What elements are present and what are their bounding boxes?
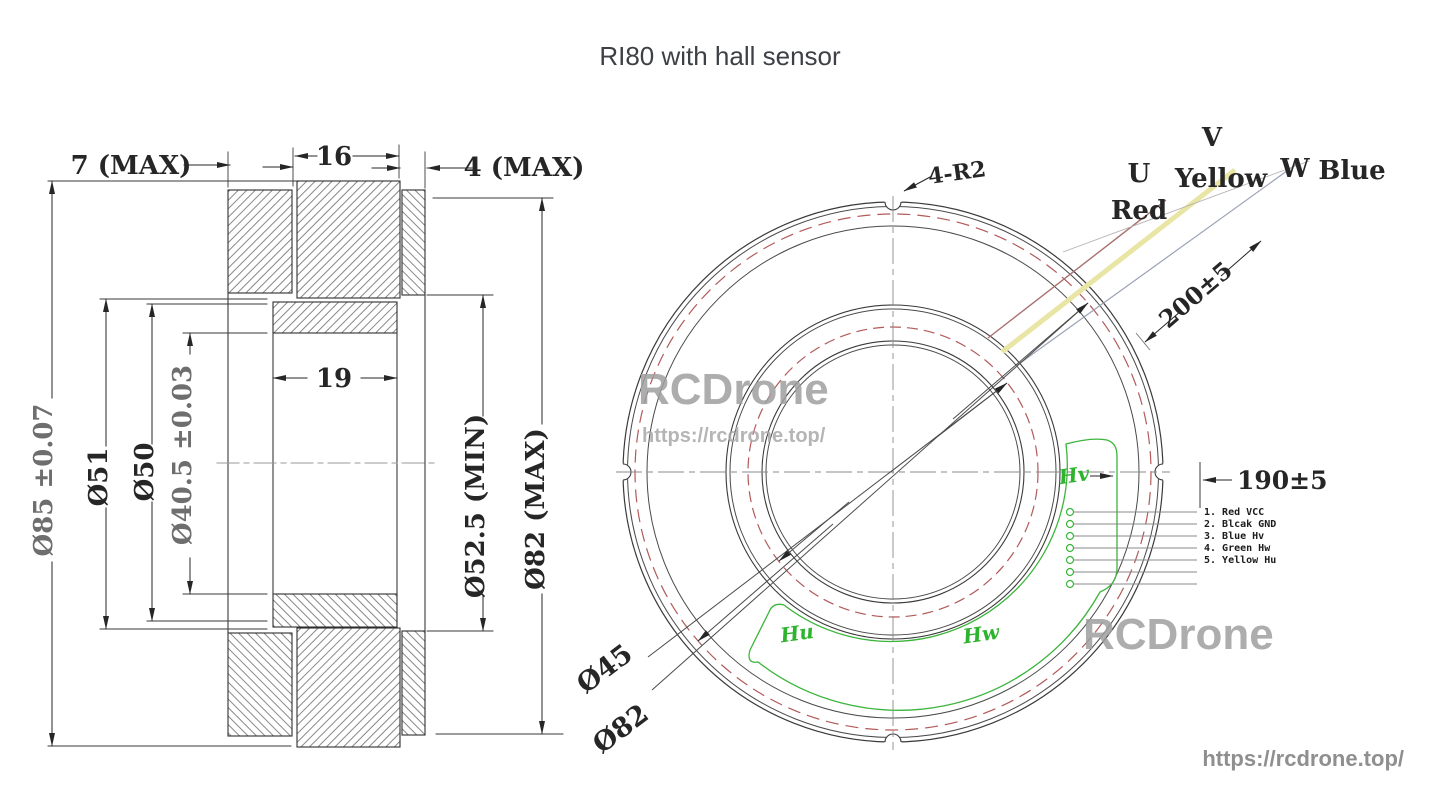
dim-dia-bore: Ø40.5 ±0.03 — [168, 365, 198, 545]
watermarks: RCDrone https://rcdrone.top/ RCDrone — [638, 365, 1274, 659]
phase-u-label: U — [1128, 159, 1151, 189]
phase-w-color-label: Blue — [1318, 156, 1385, 186]
dim-width-right: 4 (MAX) — [464, 153, 585, 183]
dim-hall-wire-length: 190±5 — [1237, 466, 1328, 495]
dim-dia-51: Ø51 — [84, 448, 114, 507]
hall-sensor-pcb — [748, 438, 1118, 711]
dim-width-left: 7 (MAX) — [71, 151, 192, 181]
dim-dia-outer-circle: Ø82 — [587, 698, 654, 760]
corner-radius-text: 4-R2 — [926, 156, 987, 190]
vertical-dimensions — [49, 180, 545, 747]
watermark-brand-2: RCDrone — [1083, 610, 1274, 659]
hall-pins — [1065, 507, 1197, 589]
blue-wire — [1015, 162, 1299, 367]
watermark-brand-1: RCDrone — [638, 365, 829, 414]
phase-u-color-label: Red — [1111, 196, 1167, 226]
pin-label-5: 5. Yellow Hu — [1204, 555, 1276, 566]
side-section-view: 7 (MAX) 16 4 (MAX) 19 Ø85 ±0.07 Ø51 Ø50 … — [29, 142, 585, 748]
dim-phase-wire-length: 200±5 — [1153, 255, 1238, 333]
section-blocks — [227, 180, 426, 748]
phase-v-color-label: Yellow — [1174, 164, 1268, 194]
pin-label-3: 3. Blue Hv — [1204, 531, 1264, 542]
watermark-url-2: https://rcdrone.top/ — [1202, 746, 1404, 771]
corner-radius-note: 4-R2 — [903, 156, 988, 192]
dim-dia-min: Ø52.5 (MIN) — [461, 414, 491, 598]
pin-label-1: 1. Red VCC — [1204, 507, 1264, 518]
dim-bore-width: 19 — [316, 364, 352, 394]
center-lines — [616, 196, 1170, 750]
page-title: RI80 with hall sensor — [599, 41, 841, 71]
pin-list: 1. Red VCC 2. Blcak GND 3. Blue Hv 4. Gr… — [1204, 507, 1276, 566]
dim-dia-outer: Ø85 ±0.07 — [29, 404, 59, 557]
pin-label-4: 4. Green Hw — [1204, 543, 1271, 554]
phase-wires — [987, 160, 1310, 367]
phase-wire-dimension: 200±5 — [1135, 240, 1262, 351]
watermark-url-1: https://rcdrone.top/ — [642, 425, 826, 447]
phase-w-label: W — [1279, 154, 1310, 184]
dim-width-center: 16 — [316, 142, 352, 172]
hall-u-label: Hu — [778, 619, 815, 648]
extension-lines — [47, 144, 564, 747]
dim-dia-inner-circle: Ø45 — [571, 638, 638, 700]
label-leader-line — [1062, 160, 1310, 253]
phase-v-label: V — [1201, 123, 1223, 153]
pin-label-2: 2. Blcak GND — [1204, 519, 1276, 530]
hall-v-label: Hv — [1056, 461, 1091, 489]
front-view: Hu Hw Hv 1. Red VCC 2. Blcak GND 3. Blue… — [571, 123, 1385, 760]
dim-dia-50: Ø50 — [130, 443, 160, 502]
yellow-wire — [1000, 168, 1237, 354]
red-wire — [987, 199, 1167, 339]
horizontal-dimensions — [183, 153, 473, 381]
dim-dia-max: Ø82 (MAX) — [521, 428, 551, 590]
hall-w-label: Hw — [960, 620, 1001, 649]
